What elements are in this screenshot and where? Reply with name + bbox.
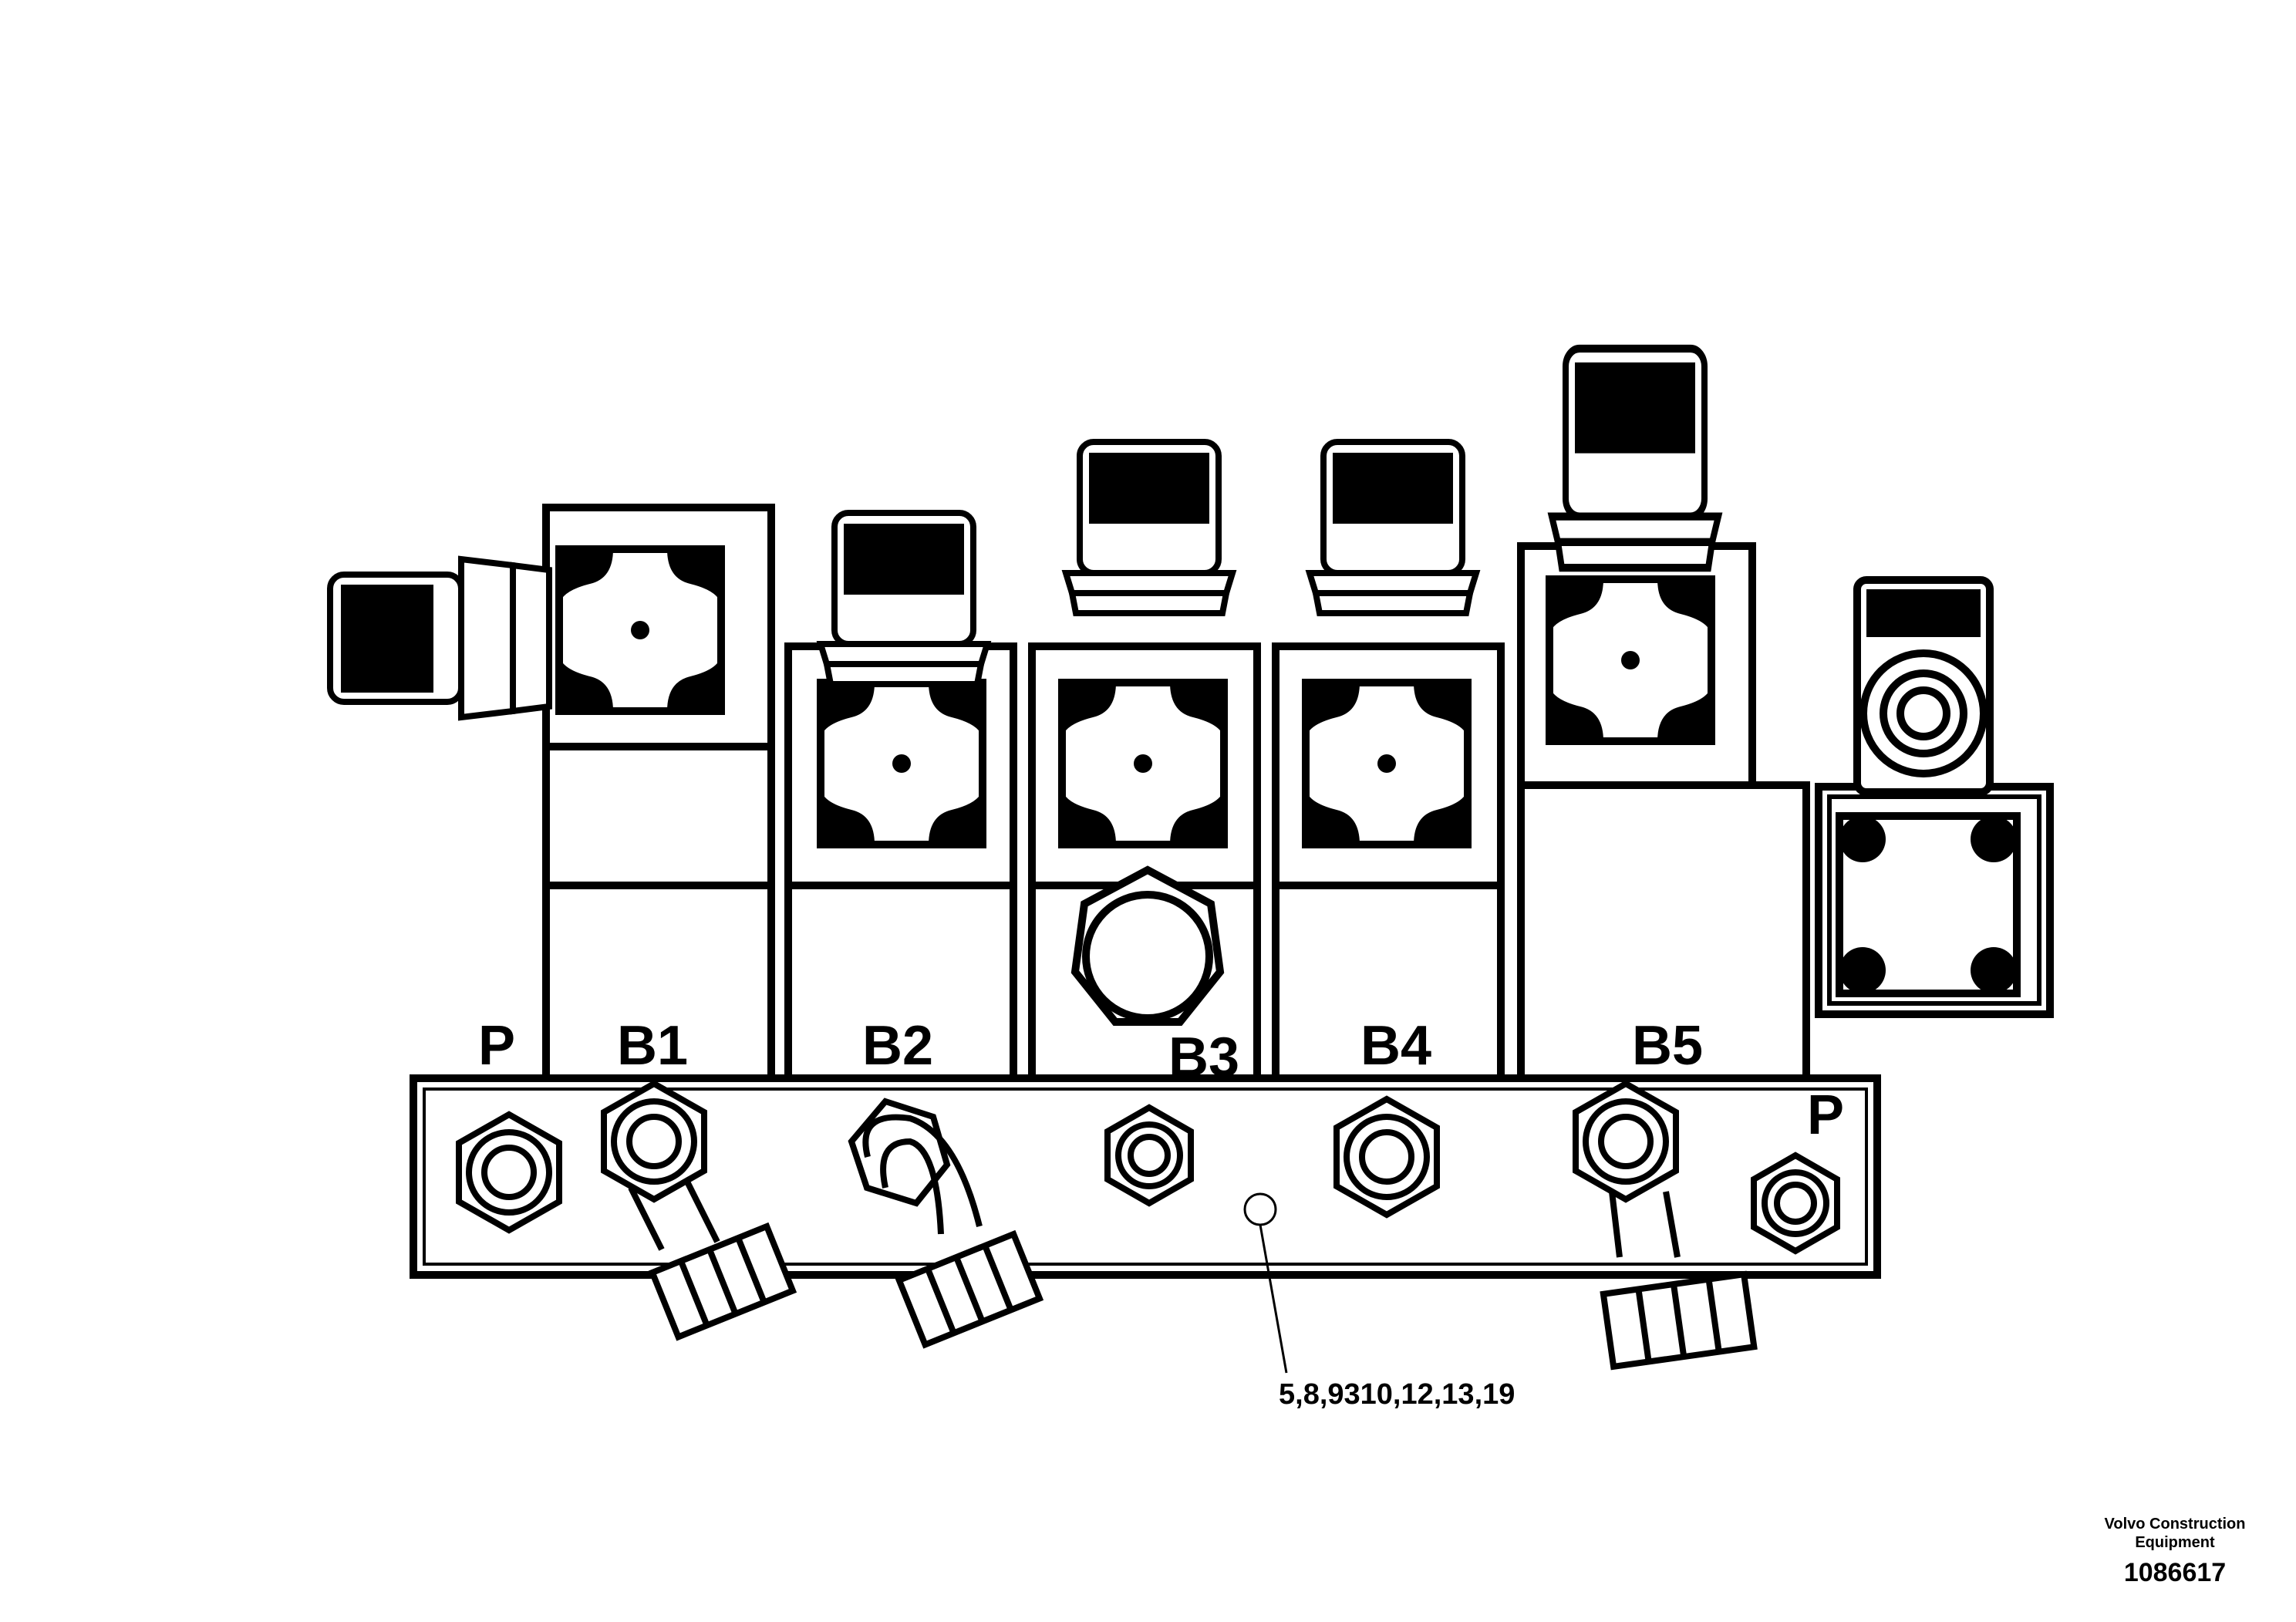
brand-line-2: Equipment <box>2135 1534 2215 1551</box>
pressure-sensor <box>1853 576 1994 796</box>
footer: Volvo Construction Equipment 1086617 <box>2105 1516 2246 1587</box>
hex-plug <box>1070 865 1225 1026</box>
fitting-b5 <box>1600 1191 1758 1371</box>
port-label-b3: B3 <box>1168 1027 1239 1088</box>
port-label-p-right: P <box>1807 1084 1844 1146</box>
port-label-b2: B2 <box>862 1015 933 1077</box>
fitting-b1 <box>628 1179 793 1337</box>
part-callout: 5,8,9310,12,13,19 <box>1243 1192 1515 1411</box>
port-label-b4: B4 <box>1360 1015 1431 1077</box>
fitting-b2 <box>848 1098 1040 1344</box>
port-label-p-left: P <box>478 1015 515 1077</box>
end-cover-face <box>1836 812 2021 997</box>
valve-sections <box>542 504 2054 1082</box>
port-label-b5: B5 <box>1632 1015 1703 1077</box>
brand-line-1: Volvo Construction <box>2105 1516 2246 1533</box>
callout-text: 5,8,9310,12,13,19 <box>1279 1378 1515 1411</box>
solenoid-pin-horizontal <box>327 555 552 721</box>
document-number: 1086617 <box>2124 1558 2226 1587</box>
port-labels: P B1 B2 B3 B4 B5 P <box>478 1015 1844 1146</box>
port-label-b1: B1 <box>617 1015 688 1077</box>
